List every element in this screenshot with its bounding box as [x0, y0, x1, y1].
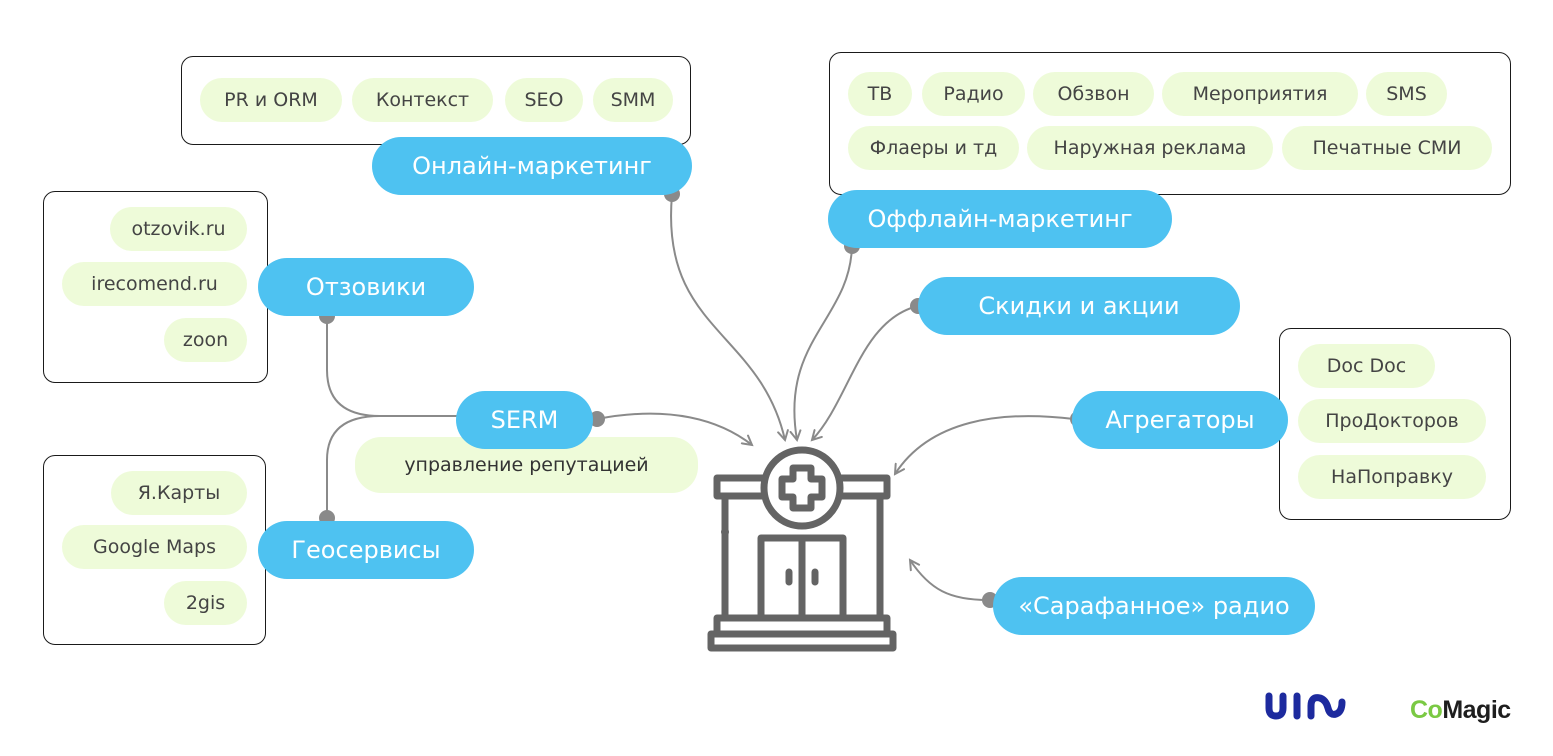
link-geo	[326, 415, 381, 518]
otzoviki-item-irecomend: irecomend.ru	[62, 262, 247, 306]
offline-item-outdoor: Наружная реклама	[1027, 126, 1273, 170]
offline-item-sms: SMS	[1366, 72, 1447, 116]
serm-node: SERM	[456, 391, 593, 449]
clinic-building-icon	[707, 446, 897, 652]
link-otzoviki	[326, 316, 470, 417]
otzoviki-item-zoon: zoon	[164, 318, 247, 362]
online-item-pr-orm: PR и ORM	[200, 78, 342, 122]
link-discounts	[812, 305, 919, 440]
offline-marketing-node: Оффлайн-маркетинг	[828, 190, 1172, 248]
aggregators-node: Агрегаторы	[1072, 391, 1288, 449]
aggregator-item-docdoc: Doc Doc	[1298, 344, 1435, 388]
offline-item-radio: Радио	[922, 72, 1025, 116]
link-word-of-mouth	[910, 560, 989, 601]
otzoviki-item-otzovik: otzovik.ru	[110, 207, 247, 251]
link-offline	[794, 245, 853, 440]
link-aggregators	[895, 415, 1075, 474]
online-item-context: Контекст	[352, 78, 493, 122]
online-item-smm: SMM	[593, 78, 673, 122]
online-marketing-node: Онлайн-маркетинг	[372, 137, 692, 195]
aggregator-item-napopravku: НаПоправку	[1298, 455, 1486, 499]
geo-item-google-maps: Google Maps	[62, 525, 247, 569]
comagic-logo: CoMagic	[1410, 696, 1511, 724]
word-of-mouth-node: «Сарафанное» радио	[993, 577, 1315, 635]
link-serm	[596, 412, 752, 445]
aggregator-item-prodoctorov: ПроДокторов	[1298, 399, 1486, 443]
offline-item-flyers: Флаеры и тд	[848, 126, 1019, 170]
link-online	[670, 194, 785, 440]
offline-item-print: Печатные СМИ	[1282, 126, 1492, 170]
offline-item-events: Мероприятия	[1162, 72, 1358, 116]
discounts-node: Скидки и акции	[918, 277, 1240, 335]
geoservices-node: Геосервисы	[258, 521, 474, 579]
offline-item-calls: Обзвон	[1033, 72, 1154, 116]
online-item-seo: SEO	[505, 78, 583, 122]
offline-item-tv: ТВ	[848, 72, 912, 116]
geo-item-2gis: 2gis	[164, 581, 247, 625]
uis-logo	[1265, 692, 1346, 720]
otzoviki-node: Отзовики	[258, 258, 474, 316]
geo-item-yandex-maps: Я.Карты	[111, 471, 247, 515]
